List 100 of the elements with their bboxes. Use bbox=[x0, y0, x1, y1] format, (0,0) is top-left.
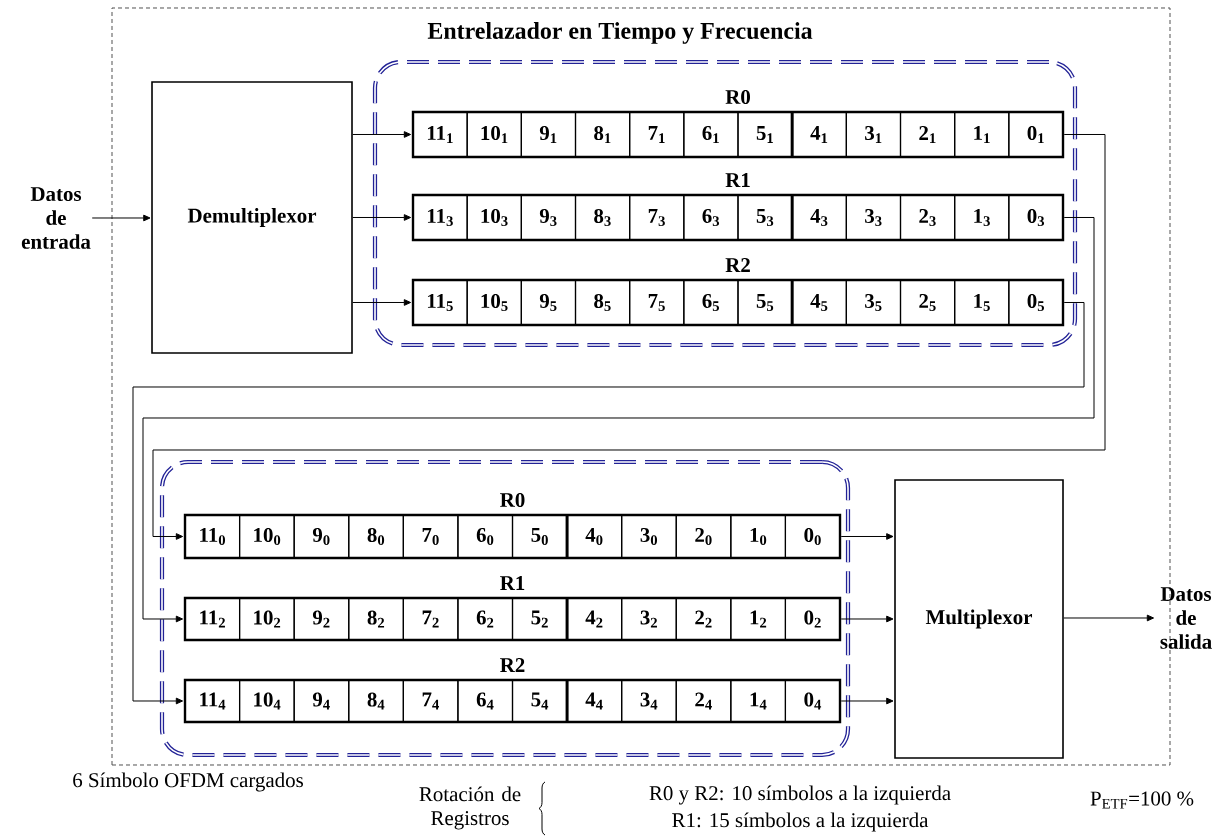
register-cell: 0$_{5}$ bbox=[1008, 279, 1064, 326]
dashed-group-outline bbox=[372, 59, 1078, 348]
process-box: Multiplexor bbox=[894, 479, 1064, 759]
register-cell: 7$_{0}$ bbox=[402, 514, 459, 559]
register-cell: 2$_{5}$ bbox=[899, 279, 956, 326]
register-cell: 5$_{3}$ bbox=[737, 194, 793, 241]
register-title: R1 bbox=[725, 173, 750, 187]
register-cell: 1$_{4}$ bbox=[730, 679, 786, 723]
register-cell: 3$_{1}$ bbox=[845, 111, 902, 158]
register-cell: 2$_{3}$ bbox=[899, 194, 956, 241]
register-cell: 10$_{1}$ bbox=[466, 111, 522, 158]
register-cell: 7$_{5}$ bbox=[629, 279, 685, 326]
arrow bbox=[840, 697, 894, 705]
register-title: R2 bbox=[500, 658, 525, 672]
register-cell: 10$_{0}$ bbox=[239, 514, 295, 559]
input-label: Datos de salida bbox=[1160, 587, 1212, 649]
formula-text: P$_{ETF}$=100 % bbox=[1090, 791, 1194, 809]
register-cell: 8$_{0}$ bbox=[348, 514, 404, 559]
register-title: R2 bbox=[725, 258, 750, 272]
note-text: Rotación de Registros bbox=[419, 786, 521, 830]
register-cell: 3$_{4}$ bbox=[621, 679, 677, 723]
register-cell: 7$_{2}$ bbox=[402, 597, 459, 641]
register-cell: 5$_{2}$ bbox=[511, 597, 568, 641]
register-cell: 2$_{0}$ bbox=[675, 514, 732, 559]
register-cell: 11$_{1}$ bbox=[412, 111, 468, 158]
process-box: Demultiplexor bbox=[151, 81, 353, 354]
register-cell: 1$_{0}$ bbox=[730, 514, 786, 559]
register-cell: 8$_{3}$ bbox=[574, 194, 631, 241]
register-cell: 11$_{5}$ bbox=[412, 279, 468, 326]
register-cell: 1$_{1}$ bbox=[954, 111, 1010, 158]
register-cell: 8$_{2}$ bbox=[348, 597, 404, 641]
note-text: R1: 15 símbolos a la izquierda bbox=[672, 812, 929, 832]
register-cell: 2$_{1}$ bbox=[899, 111, 956, 158]
register-title: R0 bbox=[725, 89, 750, 105]
note-text: R0 y R2: 10 símbolos a la izquierda bbox=[649, 785, 951, 805]
register-cell: 5$_{1}$ bbox=[737, 111, 793, 158]
register-cell: 3$_{2}$ bbox=[621, 597, 677, 641]
register-cell: 3$_{3}$ bbox=[845, 194, 902, 241]
register-cell: 0$_{2}$ bbox=[784, 597, 841, 641]
register-cell: 11$_{4}$ bbox=[184, 679, 241, 723]
arrow bbox=[840, 615, 894, 623]
arrow bbox=[352, 131, 412, 138]
register-cell: 11$_{2}$ bbox=[184, 597, 241, 641]
register-cell: 9$_{0}$ bbox=[293, 514, 350, 559]
register-cell: 1$_{5}$ bbox=[954, 279, 1010, 326]
register-cell: 9$_{1}$ bbox=[520, 111, 577, 158]
arrow bbox=[91, 214, 151, 222]
register-cell: 6$_{5}$ bbox=[683, 279, 739, 326]
register-cell: 9$_{2}$ bbox=[293, 597, 350, 641]
register-cell: 9$_{4}$ bbox=[293, 679, 350, 723]
register-cell: 11$_{0}$ bbox=[184, 514, 241, 559]
register-cell: 3$_{5}$ bbox=[845, 279, 902, 326]
register-cell: 6$_{2}$ bbox=[457, 597, 514, 641]
register-cell: 5$_{4}$ bbox=[511, 679, 568, 723]
register-cell: 4$_{5}$ bbox=[791, 279, 847, 326]
register-cell: 0$_{0}$ bbox=[784, 514, 841, 559]
register-cell: 6$_{4}$ bbox=[457, 679, 514, 723]
register-cell: 2$_{4}$ bbox=[675, 679, 732, 723]
register-cell: 10$_{3}$ bbox=[466, 194, 522, 241]
register-cell: 5$_{0}$ bbox=[511, 514, 568, 559]
register-cell: 11$_{3}$ bbox=[412, 194, 468, 241]
arrow bbox=[152, 134, 1106, 540]
register-cell: 8$_{4}$ bbox=[348, 679, 404, 723]
arrow bbox=[132, 302, 1085, 705]
register-cell: 9$_{5}$ bbox=[520, 279, 577, 326]
register-cell: 4$_{4}$ bbox=[566, 679, 623, 723]
register-cell: 4$_{1}$ bbox=[791, 111, 847, 158]
register-cell: 0$_{1}$ bbox=[1008, 111, 1064, 158]
register-cell: 7$_{4}$ bbox=[402, 679, 459, 723]
arrow bbox=[1063, 614, 1155, 622]
register-cell: 9$_{3}$ bbox=[520, 194, 577, 241]
register-cell: 3$_{0}$ bbox=[621, 514, 677, 559]
register-cell: 4$_{3}$ bbox=[791, 194, 847, 241]
frame-title: Entrelazador en Tiempo y Frecuencia bbox=[427, 22, 813, 44]
register-cell: 5$_{5}$ bbox=[737, 279, 793, 326]
register-cell: 2$_{2}$ bbox=[675, 597, 732, 641]
dashed-group-outline bbox=[159, 459, 851, 758]
register-cell: 6$_{0}$ bbox=[457, 514, 514, 559]
input-label: Datos de entrada bbox=[21, 187, 91, 249]
arrow bbox=[352, 299, 412, 306]
register-title: R0 bbox=[500, 492, 525, 508]
arrow bbox=[352, 214, 412, 221]
register-cell: 7$_{3}$ bbox=[629, 194, 685, 241]
register-cell: 1$_{3}$ bbox=[954, 194, 1010, 241]
note-text: 6 Símbolo OFDM cargados bbox=[73, 772, 303, 792]
register-cell: 10$_{5}$ bbox=[466, 279, 522, 326]
register-cell: 0$_{3}$ bbox=[1008, 194, 1064, 241]
register-cell: 10$_{2}$ bbox=[239, 597, 295, 641]
register-cell: 6$_{3}$ bbox=[683, 194, 739, 241]
register-cell: 8$_{5}$ bbox=[574, 279, 631, 326]
register-title: R1 bbox=[500, 576, 525, 590]
register-cell: 1$_{2}$ bbox=[730, 597, 786, 641]
register-cell: 4$_{2}$ bbox=[566, 597, 623, 641]
register-cell: 7$_{1}$ bbox=[629, 111, 685, 158]
arrow bbox=[840, 533, 894, 540]
register-cell: 0$_{4}$ bbox=[784, 679, 841, 723]
arrow bbox=[142, 217, 1095, 623]
register-cell: 6$_{1}$ bbox=[683, 111, 739, 158]
register-cell: 10$_{4}$ bbox=[239, 679, 295, 723]
register-cell: 8$_{1}$ bbox=[574, 111, 631, 158]
